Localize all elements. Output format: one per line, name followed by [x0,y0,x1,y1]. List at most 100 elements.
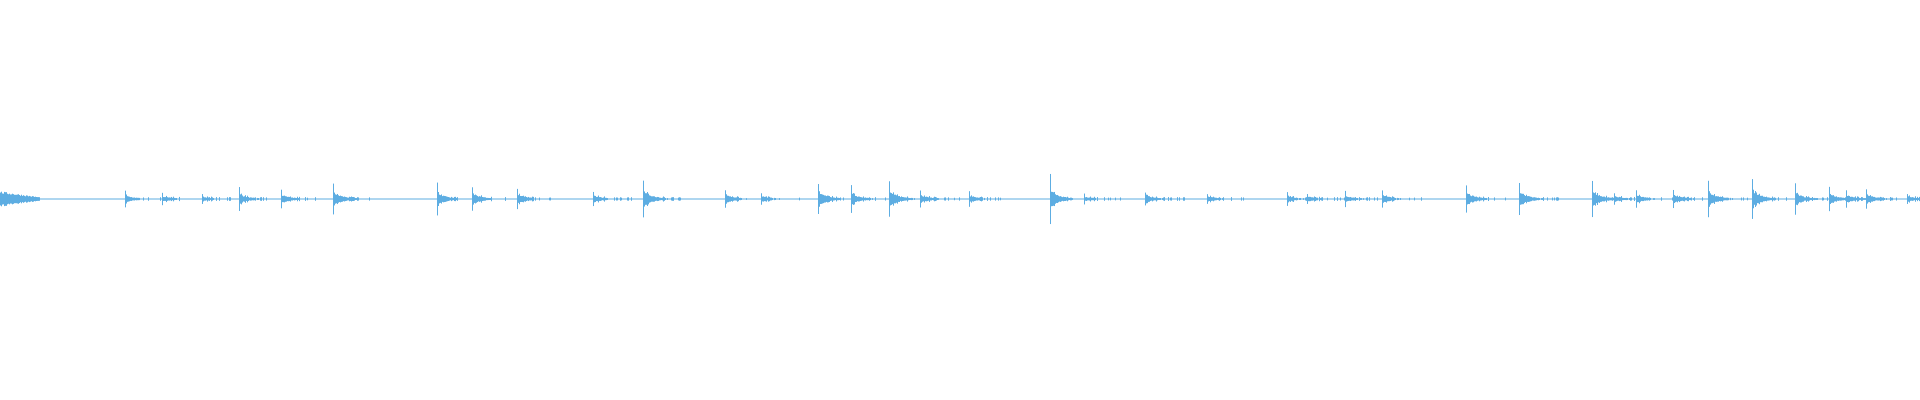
waveform-sample [620,197,621,201]
waveform-sample [1768,197,1769,201]
waveform-sample [1850,196,1851,202]
waveform-sample [729,196,730,202]
waveform-sample [1908,196,1909,202]
waveform-sample [660,197,661,201]
waveform-sample [1095,197,1096,201]
waveform-sample [1355,197,1356,201]
waveform-sample [1067,196,1068,202]
waveform-sample [139,197,140,201]
waveform-sample [774,197,775,201]
waveform-sample [219,197,220,201]
waveform-sample [1762,195,1763,203]
waveform-sample [839,198,840,200]
waveform-sample [1634,196,1635,202]
waveform-sample [603,197,604,201]
waveform-sample [1823,197,1824,201]
waveform-sample [1796,193,1797,205]
waveform-sample [662,197,663,201]
waveform-sample [1623,197,1624,201]
waveform-sample [1867,194,1868,204]
waveform-sample [456,197,457,201]
waveform-sample [476,195,477,203]
waveform-sample [1842,197,1843,201]
waveform-sample [1223,197,1224,201]
waveform-sample [212,197,213,201]
waveform-sample [1619,196,1620,202]
waveform-sample [1211,197,1212,201]
waveform-sample [29,195,30,203]
waveform-sample [895,194,896,204]
waveform-sample [1480,197,1481,201]
waveform-sample [245,195,246,203]
waveform-sample [1308,196,1309,202]
waveform-sample [1163,197,1164,201]
waveform-sample [1881,197,1882,201]
waveform-sample [663,196,664,202]
waveform-sample [1220,197,1221,201]
waveform-sample [293,197,294,201]
waveform-sample [1484,197,1485,201]
waveform-sample [998,197,999,201]
waveform-sample [1728,197,1729,201]
waveform-sample [1769,197,1770,201]
waveform-sample [480,196,481,202]
waveform-sample [450,197,451,201]
waveform-sample [909,198,910,200]
waveform-sample [340,195,341,203]
waveform-sample [250,197,251,201]
waveform-sample [770,197,771,201]
waveform-sample [1804,197,1805,201]
waveform-sample [482,196,483,202]
waveform-sample [1360,198,1361,200]
waveform-sample [832,195,833,203]
waveform-sample [1311,197,1312,201]
waveform-sample [1312,197,1313,201]
waveform-sample [179,196,180,202]
waveform-sample [827,195,828,203]
waveform-sample [1650,197,1651,201]
waveform-sample [481,195,482,203]
waveform-sample [906,197,907,201]
waveform-sample [1644,197,1645,201]
waveform-sample [1709,191,1710,207]
waveform-sample [216,197,217,201]
waveform-sample [1601,196,1602,202]
waveform-sample [488,197,489,201]
waveform-sample [19,194,20,204]
waveform-sample [1310,196,1311,202]
waveform-sample [932,197,933,201]
waveform-sample [599,197,600,201]
waveform-sample [1222,198,1223,200]
waveform-sample [344,196,345,202]
waveform-sample [1337,197,1338,201]
waveform-sample [1289,196,1290,202]
waveform-sample [1827,197,1828,201]
waveform-sample [437,182,438,216]
waveform-sample [661,197,662,201]
waveform-sample [621,197,622,201]
waveform-sample [1798,194,1799,204]
waveform-sample [127,196,128,202]
waveform-sample [875,197,876,201]
waveform-sample [1799,195,1800,203]
waveform-sample [130,197,131,201]
waveform-sample [1890,197,1891,201]
waveform-sample [1528,196,1529,202]
waveform-sample [984,197,985,201]
waveform-sample [1718,196,1719,202]
waveform-sample [1524,195,1525,203]
waveform-sample [1218,197,1219,201]
waveform-sample [865,197,866,201]
waveform-sample [1485,198,1486,200]
waveform-sample [971,195,972,203]
waveform-sample [867,197,868,201]
waveform-sample [1520,193,1521,205]
waveform-sample [451,196,452,202]
waveform-sample [616,197,617,201]
waveform-sample [1558,197,1559,201]
waveform-sample [1606,195,1607,203]
waveform-sample [486,197,487,201]
waveform-sample [836,196,837,202]
waveform-sample [31,196,32,202]
